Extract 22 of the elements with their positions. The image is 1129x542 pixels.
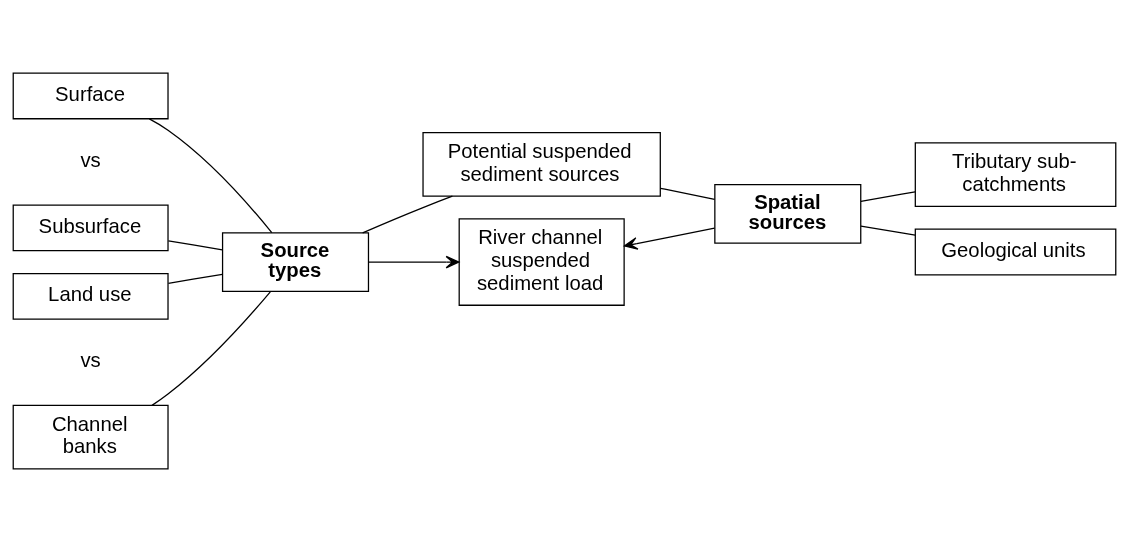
- connector: [167, 240, 223, 251]
- node-box: Source types: [221, 232, 370, 292]
- connector: [148, 118, 273, 234]
- connector: [362, 195, 454, 234]
- node-box: River channel suspended sediment load: [458, 218, 625, 306]
- node-box: Land use: [12, 272, 169, 320]
- node-box: Spatial sources: [714, 184, 862, 244]
- label: vs: [80, 148, 101, 171]
- arrow: [623, 227, 716, 250]
- connector: [151, 291, 271, 407]
- node-box: Subsurface: [12, 204, 169, 252]
- connector: [659, 187, 716, 200]
- node-box: Geological units: [914, 228, 1117, 276]
- connector: [860, 225, 916, 236]
- arrow: [367, 255, 460, 269]
- node-box: Potential suspended sediment sources: [422, 132, 661, 197]
- node-box: Channel banks: [12, 404, 169, 470]
- connector: [860, 191, 916, 202]
- node-box: Tributary sub-catchments: [914, 142, 1117, 207]
- label: vs: [80, 349, 101, 372]
- connector: [167, 273, 223, 285]
- node-box: Surface: [12, 72, 169, 120]
